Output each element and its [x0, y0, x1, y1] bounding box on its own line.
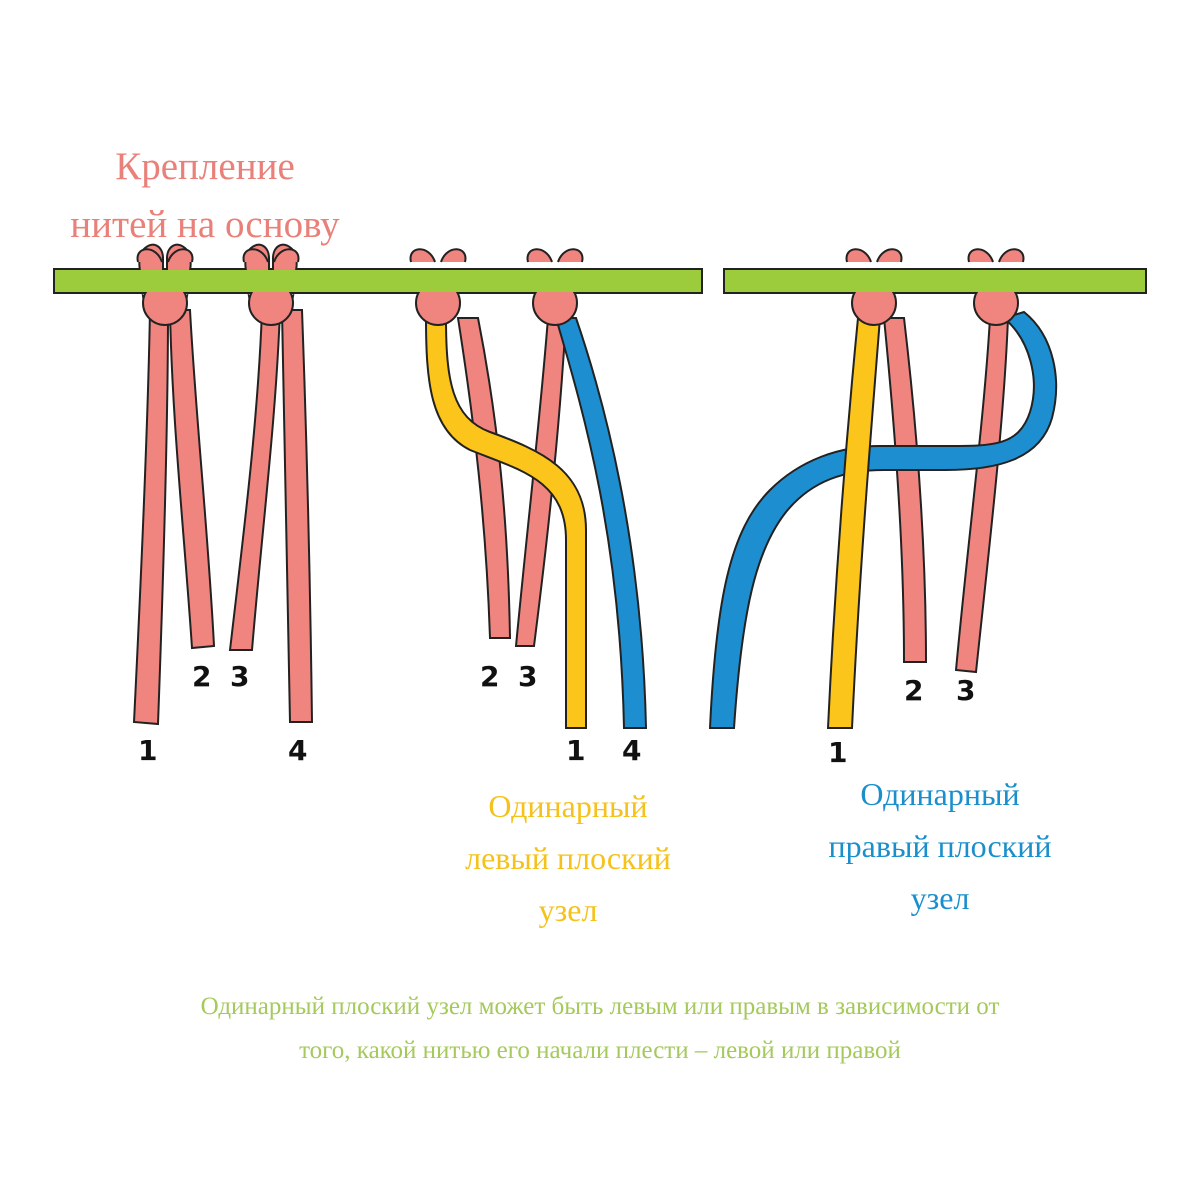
left-knot-group [403, 248, 648, 729]
footer-line-1: Одинарный плоский узел может быть левым … [200, 993, 1000, 1020]
left-knot-caption: Одинарный левый плоский узел [418, 780, 718, 936]
title-line-1: Крепление [115, 145, 295, 188]
diagram-title: Крепление нитей на основу [0, 138, 410, 254]
left-thread-2 [456, 317, 512, 639]
right-knot-label-2: 2 [904, 674, 923, 707]
mount-label-4: 4 [288, 734, 307, 767]
right-knot-group [708, 248, 1058, 729]
base-rod-right [723, 268, 1147, 294]
right-thread-4-blue [708, 310, 1058, 729]
right-knot-caption-line-3: узел [910, 880, 970, 916]
mount-label-1: 1 [138, 734, 157, 767]
right-knot-caption-line-1: Одинарный [860, 776, 1020, 812]
left-knot-caption-line-2: левый плоский [465, 840, 671, 876]
left-thread-1-yellow [424, 317, 587, 729]
left-knot-caption-line-1: Одинарный [488, 788, 648, 824]
right-thread-2 [882, 317, 928, 663]
mount-label-3: 3 [230, 660, 249, 693]
left-knot-label-1: 1 [566, 734, 585, 767]
right-knot-caption-line-2: правый плоский [828, 828, 1052, 864]
left-knot-label-3: 3 [518, 660, 537, 693]
right-thread-1-yellow [826, 317, 882, 729]
footer-note: Одинарный плоский узел может быть левым … [40, 985, 1160, 1073]
mount-label-2: 2 [192, 660, 211, 693]
left-knot-label-4: 4 [622, 734, 641, 767]
mount-thread-1 [132, 309, 170, 726]
footer-line-2: того, какой нитью его начали плести – ле… [299, 1037, 901, 1064]
mount-thread-4 [280, 309, 314, 723]
right-thread-3 [954, 317, 1010, 674]
right-knot-label-1: 1 [828, 736, 847, 769]
mount-thread-3 [228, 309, 282, 651]
left-thread-4-blue [554, 317, 648, 729]
title-line-2: нитей на основу [70, 203, 340, 246]
mount-group [130, 243, 314, 726]
right-knot-label-3: 3 [956, 674, 975, 707]
mount-thread-2 [168, 309, 216, 650]
left-knot-caption-line-3: узел [538, 892, 598, 928]
left-knot-label-2: 2 [480, 660, 499, 693]
right-knot-caption: Одинарный правый плоский узел [790, 768, 1090, 924]
